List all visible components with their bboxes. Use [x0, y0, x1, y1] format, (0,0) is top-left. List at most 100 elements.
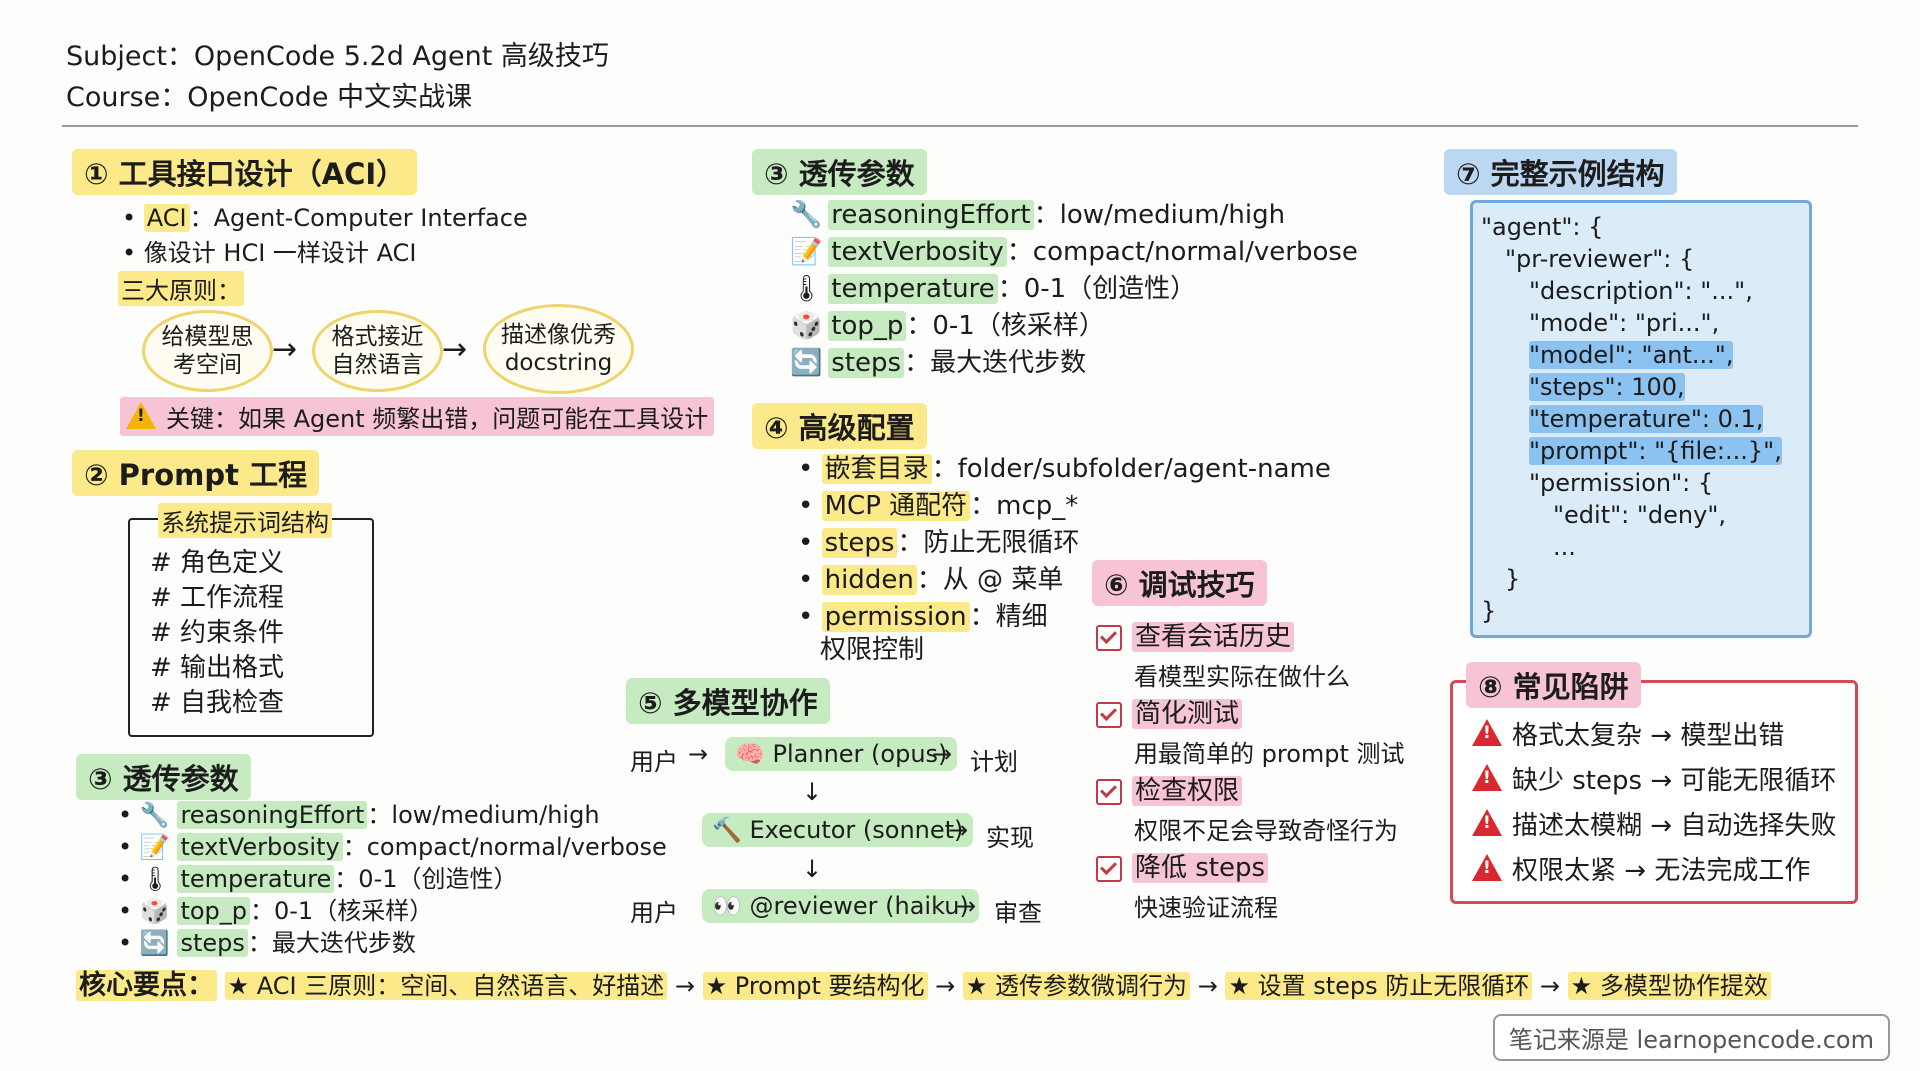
param-item: • 🔄 steps：最大迭代步数: [118, 929, 416, 957]
config-item: • 嵌套目录：folder/subfolder/agent-name: [798, 454, 1331, 484]
arrow-icon: →: [674, 972, 695, 1000]
param-item: • 🌡 temperature：0-1（创造性）: [118, 865, 518, 893]
summary-label: 核心要点：: [76, 970, 217, 1001]
config-item: • hidden：从 @ 菜单: [798, 565, 1064, 595]
config-item: • permission：精细: [798, 602, 1048, 632]
json-line: "agent": {: [1481, 213, 1604, 241]
section-prompt-title: ② Prompt 工程: [72, 450, 320, 496]
params-list-middle: 🔧 reasoningEffort：low/medium/high 📝 text…: [790, 197, 1358, 382]
json-example-box: "agent": {"pr-reviewer": {"description":…: [1470, 200, 1812, 638]
arrow-icon: →: [272, 332, 298, 367]
executor-node: 🔨 Executor (sonnet): [702, 813, 974, 847]
repeat-icon: 🔄: [790, 348, 823, 378]
param-item: • 🎲 top_p：0-1（核采样）: [118, 897, 434, 925]
checkbox-icon: [1096, 624, 1122, 651]
json-line: "edit": "deny",: [1553, 501, 1726, 529]
summary-point: ★ ACI 三原则：空间、自然语言、好描述: [224, 972, 668, 1000]
flow-impl-label: 实现: [986, 824, 1034, 852]
params-list-left: • 🔧 reasoningEffort：low/medium/high • 📝 …: [118, 799, 667, 959]
prompt-item: # 约束条件: [150, 618, 285, 648]
param-item: 🌡 temperature：0-1（创造性）: [790, 271, 1358, 308]
repeat-icon: 🔄: [139, 929, 170, 957]
debug-item: 降低 steps 快速验证流程: [1096, 847, 1405, 924]
warning-icon: [1472, 809, 1502, 836]
warning-icon: [1472, 764, 1502, 791]
section-advanced-config-title: ④ 高级配置: [752, 403, 927, 449]
warning-icon: [126, 402, 156, 429]
json-line: "permission": {: [1529, 469, 1714, 497]
dice-icon: 🎲: [139, 897, 170, 925]
flow-plan-label: 计划: [970, 748, 1018, 776]
config-item: • MCP 通配符：mcp_*: [798, 491, 1079, 521]
json-line: "model": "ant...",: [1529, 341, 1734, 369]
debug-item: 检查权限 权限不足会导致奇怪行为: [1096, 770, 1405, 847]
section-multimodel-title: ⑤ 多模型协作: [626, 678, 830, 724]
arrow-icon: →: [935, 972, 956, 1000]
aci-bullet-2: • 像设计 HCI 一样设计 ACI: [122, 239, 417, 267]
aci-bullet-1: • ACI：Agent-Computer Interface: [122, 204, 528, 232]
memo-icon: 📝: [790, 237, 823, 267]
debug-item: 查看会话历史 看模型实际在做什么: [1096, 616, 1405, 693]
summary-bar: 核心要点： ★ ACI 三原则：空间、自然语言、好描述 → ★ Prompt 要…: [76, 963, 1771, 1002]
prompt-item: # 自我检查: [150, 688, 285, 718]
pitfalls-list: 格式太复杂 → 模型出错 缺少 steps → 可能无限循环 描述太模糊 → 自…: [1472, 714, 1836, 894]
source-link[interactable]: 笔记来源是 learnopencode.com: [1492, 1014, 1890, 1061]
reviewer-node: 👀 @reviewer (haiku): [702, 889, 979, 923]
prompt-structure-list: # 角色定义 # 工作流程 # 约束条件 # 输出格式 # 自我检查: [150, 546, 284, 721]
subject-line: Subject：OpenCode 5.2d Agent 高级技巧: [66, 41, 609, 72]
dice-icon: 🎲: [790, 311, 823, 341]
json-line: "temperature": 0.1,: [1529, 405, 1764, 433]
arrow-icon: →: [1539, 972, 1561, 1000]
advanced-config-list: • 嵌套目录：folder/subfolder/agent-name • MCP…: [798, 451, 1331, 664]
course-line: Course：OpenCode 中文实战课: [66, 82, 473, 113]
debug-item: 简化测试 用最简单的 prompt 测试: [1096, 693, 1405, 770]
pitfall-item: 权限太紧 → 无法完成工作: [1472, 849, 1836, 894]
param-item: 📝 textVerbosity：compact/normal/verbose: [790, 234, 1358, 271]
prompt-item: # 输出格式: [150, 653, 285, 683]
summary-point: ★ 多模型协作提效: [1567, 972, 1771, 1000]
json-line: "mode": "pri...",: [1529, 309, 1720, 337]
param-item: 🔧 reasoningEffort：low/medium/high: [790, 197, 1358, 234]
checkbox-icon: [1096, 701, 1122, 728]
config-item: • steps：防止无限循环: [798, 528, 1080, 558]
param-item: 🎲 top_p：0-1（核采样）: [790, 308, 1358, 345]
prompt-item: # 工作流程: [150, 583, 285, 613]
arrow-icon: →: [956, 892, 977, 920]
json-line: "description": "...",: [1529, 277, 1753, 305]
arrow-icon: →: [932, 740, 953, 768]
param-item: • 🔧 reasoningEffort：low/medium/high: [118, 801, 600, 829]
json-lines: "agent": {"pr-reviewer": {"description":…: [1481, 211, 1782, 627]
prompt-item: # 角色定义: [150, 548, 285, 578]
pitfall-item: 描述太模糊 → 自动选择失败: [1472, 804, 1836, 849]
checkbox-icon: [1096, 855, 1122, 882]
arrow-icon: →: [1197, 972, 1218, 1000]
json-line: "prompt": "{file:...}",: [1529, 437, 1782, 465]
prompt-structure-title: 系统提示词结构: [158, 503, 332, 538]
flow-user-2: 用户: [630, 899, 678, 927]
wrench-icon: 🔧: [790, 200, 823, 230]
pitfall-item: 格式太复杂 → 模型出错: [1472, 714, 1836, 759]
config-item-cont: 权限控制: [820, 635, 925, 665]
warning-icon: [1472, 854, 1502, 881]
memo-icon: 📝: [139, 833, 170, 861]
summary-point: ★ 设置 steps 防止无限循环: [1225, 972, 1533, 1000]
param-item: • 📝 textVerbosity：compact/normal/verbose: [118, 833, 667, 861]
principle-thinking-space: 给模型思 考空间: [142, 310, 273, 392]
section-example-title: ⑦ 完整示例结构: [1444, 149, 1677, 195]
pitfalls-box: [1450, 680, 1858, 904]
thermometer-icon: 🌡: [139, 865, 171, 893]
json-line: }: [1481, 597, 1497, 625]
warning-icon: [1472, 719, 1502, 746]
principle-docstring: 描述像优秀 docstring: [483, 304, 634, 394]
principle-natural-format: 格式接近 自然语言: [312, 310, 443, 392]
header-divider: [62, 125, 1858, 127]
section-aci-title: ① 工具接口设计（ACI）: [72, 149, 418, 195]
summary-point: ★ 透传参数微调行为: [962, 972, 1191, 1000]
flow-user-1: 用户: [630, 748, 678, 776]
wrench-icon: 🔧: [139, 801, 170, 829]
principles-label: 三大原则：: [118, 271, 244, 306]
pitfall-item: 缺少 steps → 可能无限循环: [1472, 759, 1836, 804]
json-line: ...: [1553, 533, 1576, 561]
arrow-icon: →: [688, 740, 709, 768]
aci-warning: 关键：如果 Agent 频繁出错，问题可能在工具设计: [120, 397, 715, 436]
